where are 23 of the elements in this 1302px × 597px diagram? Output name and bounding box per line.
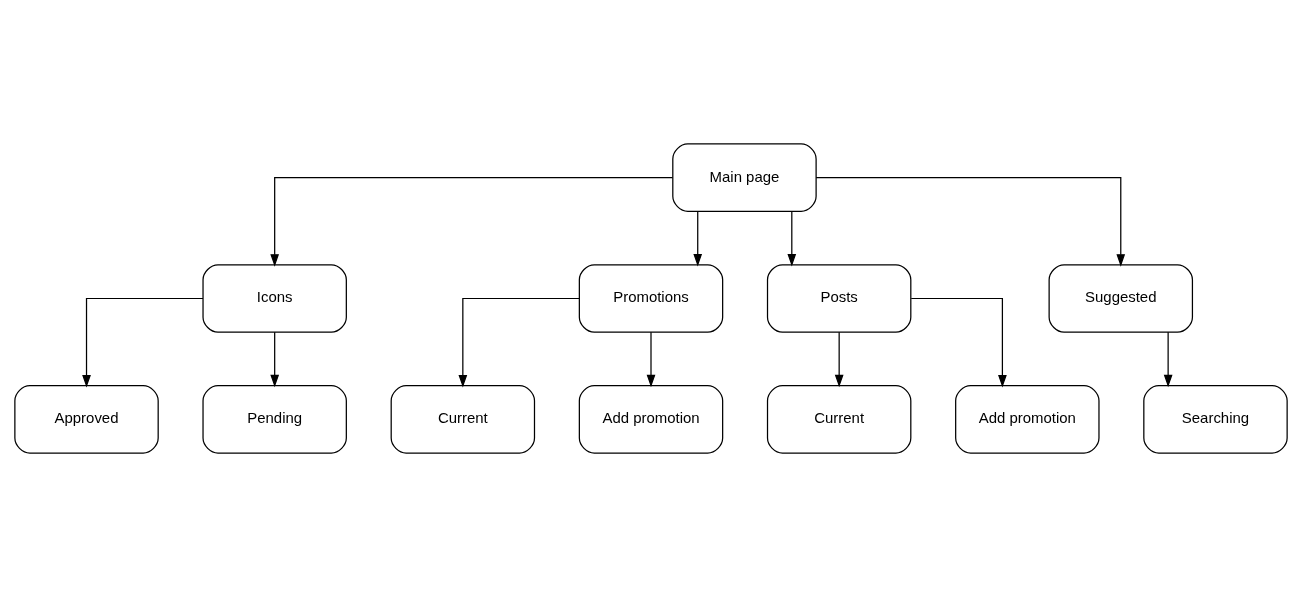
- node-box: Add promotion: [578, 385, 724, 454]
- arrow: [787, 210, 797, 267]
- node-box: Main page: [672, 143, 817, 212]
- arrow: [910, 297, 1007, 388]
- node-box: Current: [390, 385, 536, 454]
- arrow: [815, 177, 1126, 267]
- node-box: Posts: [766, 264, 912, 333]
- arrow: [270, 331, 280, 388]
- node-box: Add promotion: [955, 385, 1100, 454]
- node-box: Pending: [202, 385, 347, 454]
- arrow: [834, 331, 844, 388]
- node-box: Searching: [1143, 385, 1288, 454]
- arrow: [458, 297, 580, 388]
- node-box: Current: [766, 385, 912, 454]
- arrow: [270, 177, 674, 267]
- arrow: [646, 331, 656, 388]
- node-box: Icons: [202, 264, 347, 333]
- node-box: Promotions: [578, 264, 724, 333]
- arrow: [1163, 331, 1173, 388]
- node-box: Suggested: [1048, 264, 1194, 333]
- arrow: [82, 297, 204, 388]
- node-box: Approved: [14, 385, 159, 454]
- arrow: [693, 210, 703, 267]
